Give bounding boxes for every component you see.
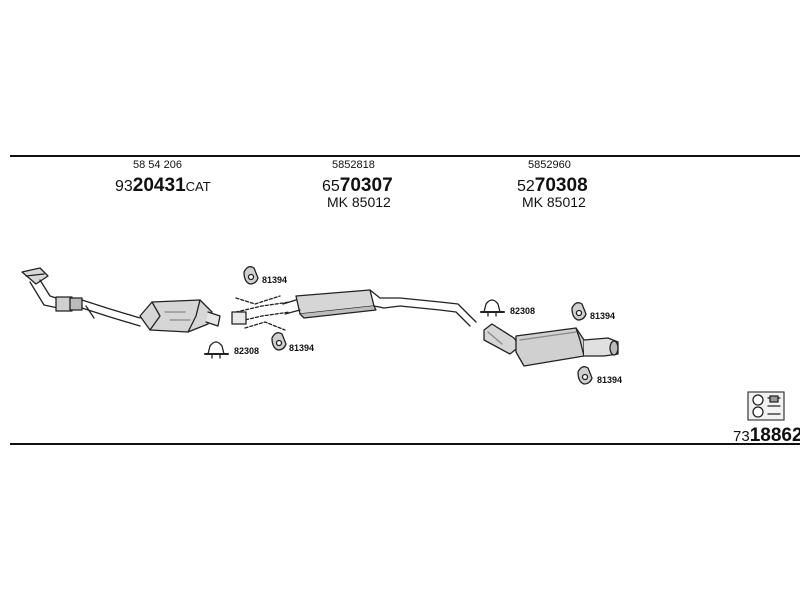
group-2-code-prefix: 65	[322, 178, 340, 195]
group-1-code: 9320431CAT	[115, 176, 211, 195]
rubber-hanger-a-icon	[243, 266, 259, 285]
u-bolt-clamp-b-icon	[480, 299, 505, 317]
group-3-code-prefix: 52	[517, 178, 535, 195]
part-label-clamp-a: 82308	[234, 346, 260, 356]
bottom-rule	[10, 443, 800, 445]
group-2-code-main: 70307	[339, 175, 393, 196]
front-pipe	[21, 267, 141, 327]
u-bolt-clamp-a-icon	[204, 341, 229, 359]
group-2-kit: MK 85012	[327, 194, 391, 210]
diagram-code-main: 18862	[749, 425, 800, 446]
group-3-ref: 5852960	[528, 159, 571, 171]
catalytic-converter	[139, 299, 221, 333]
part-label-hanger-a: 81394	[262, 275, 288, 285]
group-1-ref: 58 54 206	[133, 159, 182, 171]
rubber-hanger-c-icon	[571, 302, 587, 321]
rear-pipe-and-silencer	[483, 323, 619, 367]
diagram-code: 7318862	[733, 426, 800, 445]
intermediate-pipe-stub	[231, 295, 291, 331]
part-label-hanger-d: 81394	[597, 375, 623, 385]
part-label-clamp-b: 82308	[510, 306, 536, 316]
group-3-code-main: 70308	[534, 175, 588, 196]
rubber-hanger-b-icon	[271, 332, 287, 351]
part-label-hanger-b: 81394	[289, 343, 315, 353]
centre-muffler	[282, 289, 477, 327]
group-1-code-main: 20431	[132, 175, 186, 196]
group-1-code-suffix: CAT	[185, 179, 211, 194]
rubber-hanger-d-icon	[577, 366, 593, 385]
group-1-code-prefix: 93	[115, 178, 133, 195]
top-rule	[10, 155, 800, 157]
group-3-code: 5270308	[517, 176, 588, 195]
part-label-hanger-c: 81394	[590, 311, 616, 321]
group-2-ref: 5852818	[332, 159, 375, 171]
diagram-reference-icon	[747, 391, 785, 421]
diagram-code-prefix: 73	[733, 428, 750, 445]
group-2-code: 6570307	[322, 176, 393, 195]
group-3-kit: MK 85012	[522, 194, 586, 210]
